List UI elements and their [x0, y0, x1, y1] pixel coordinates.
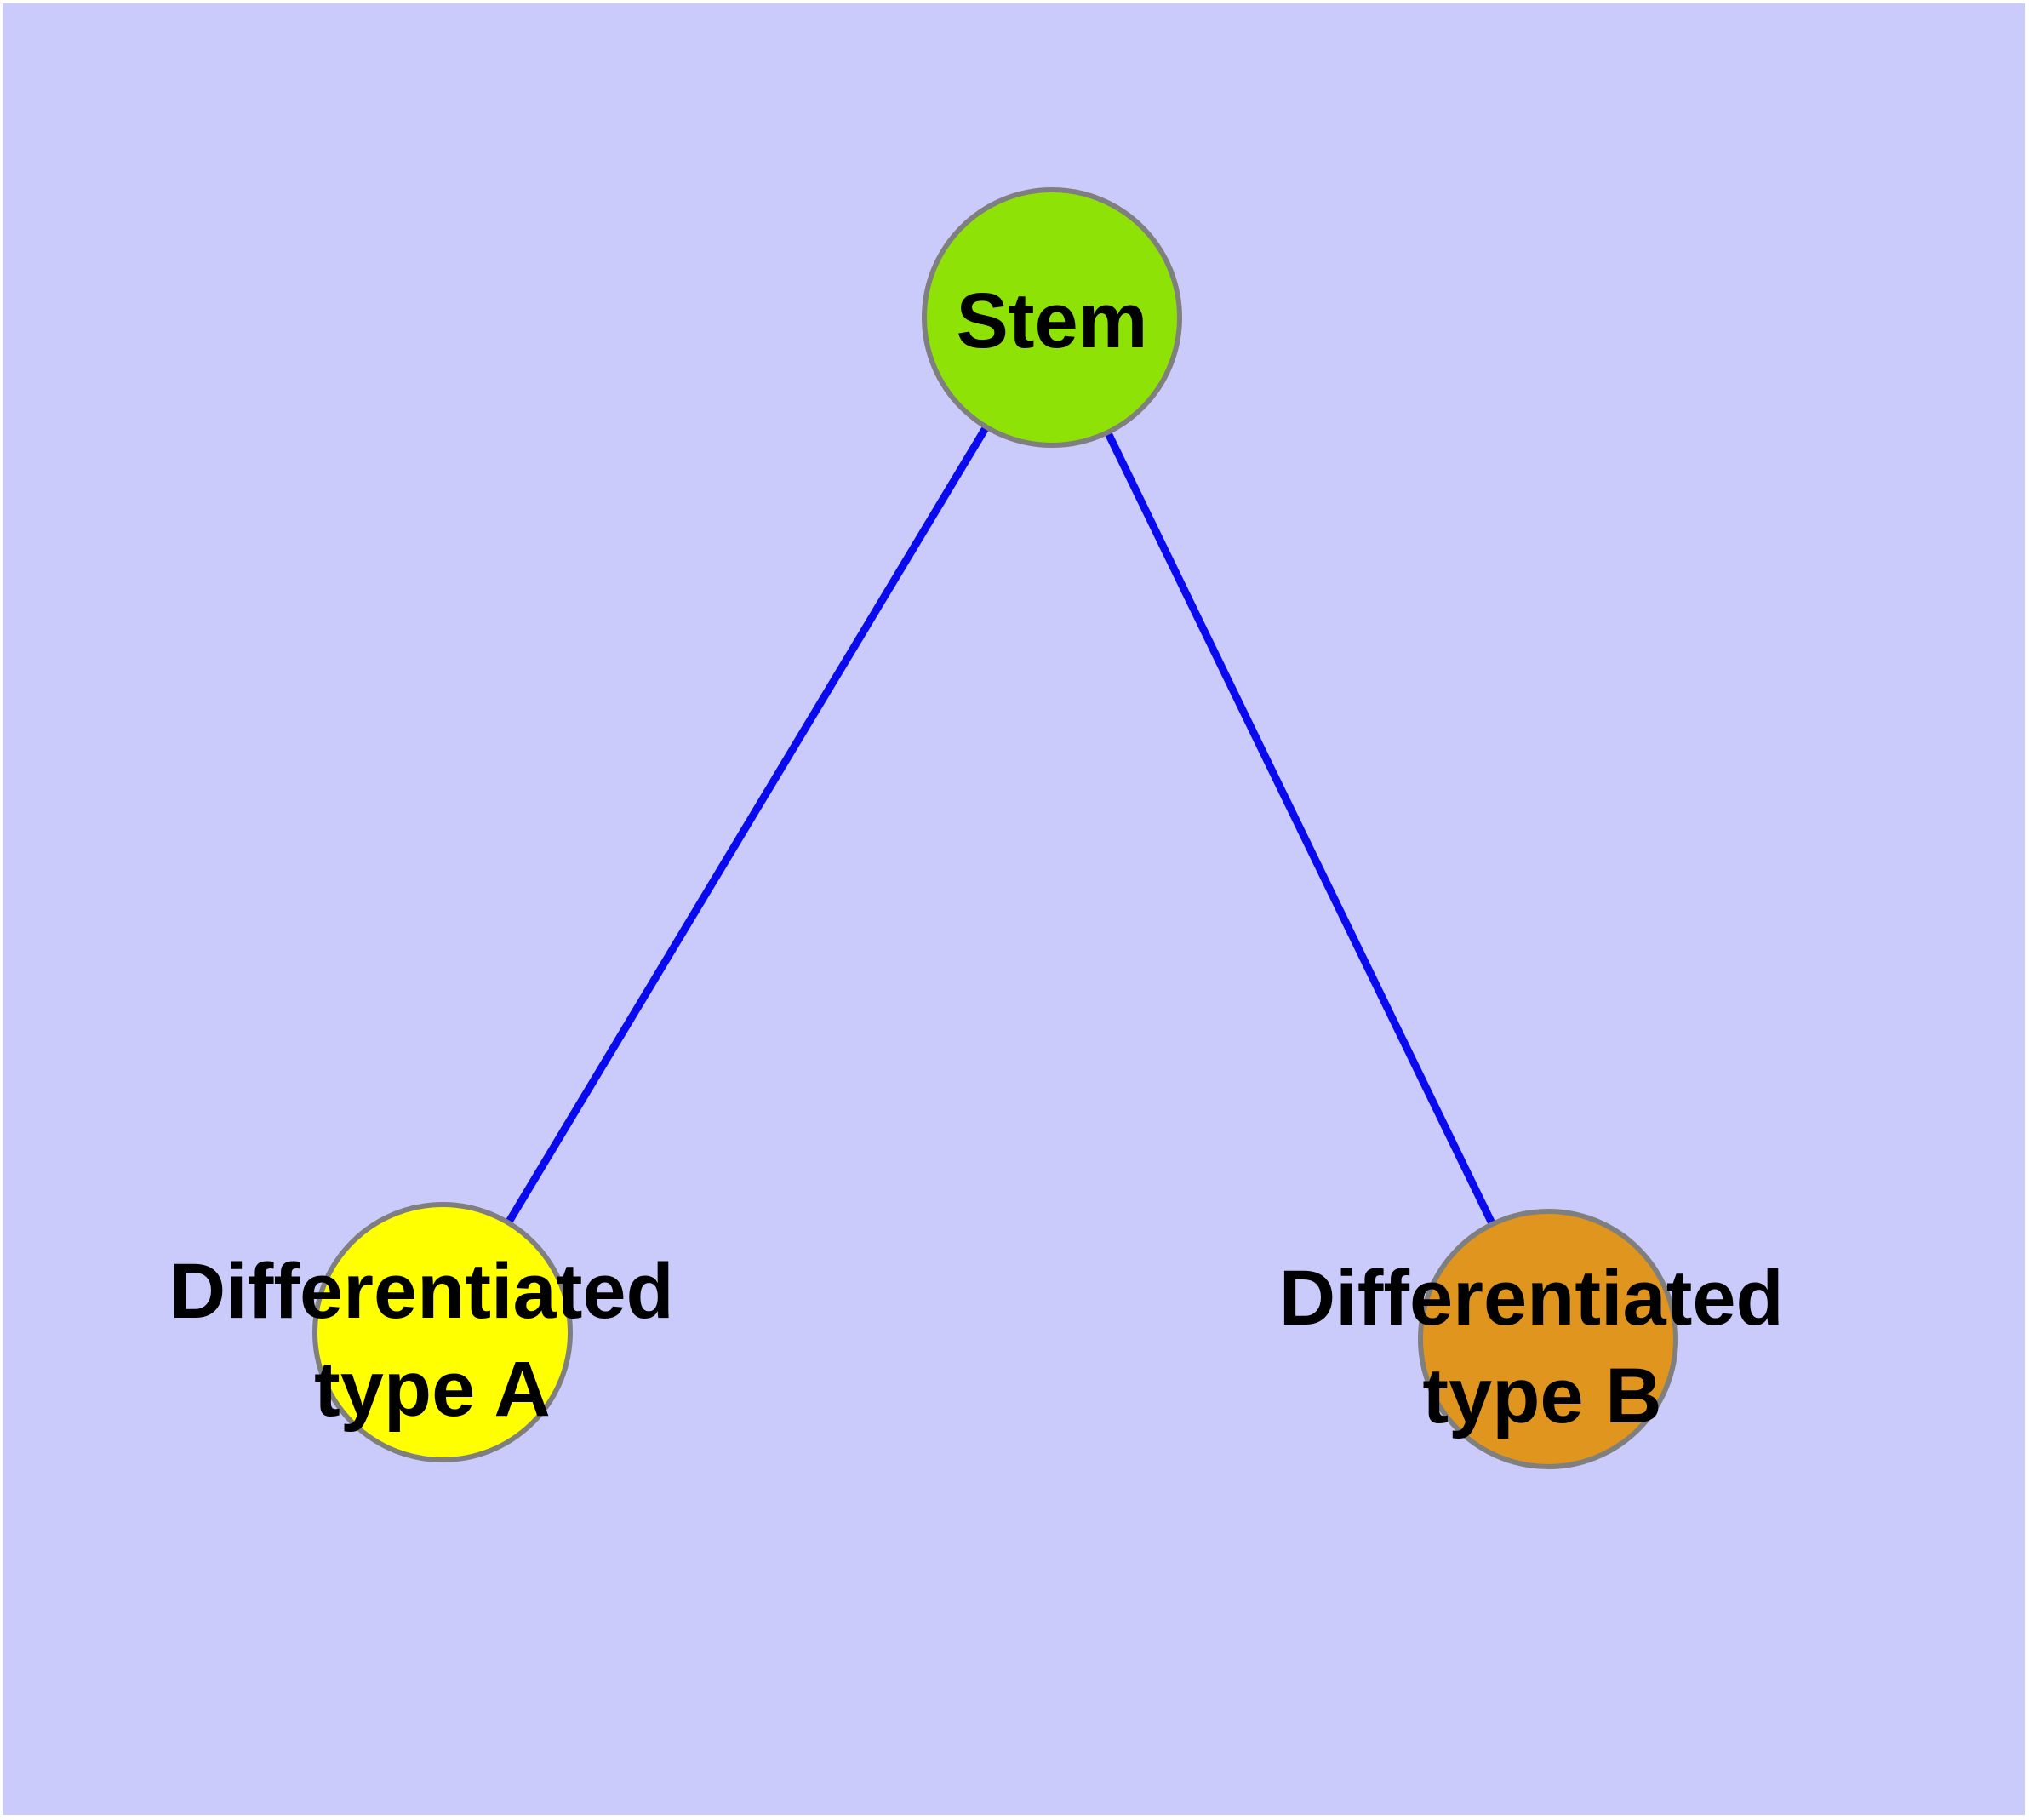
node-type-b-label-line2: type B — [1422, 1353, 1661, 1439]
node-stem-label: Stem — [957, 278, 1148, 364]
node-type-a-label-line2: type A — [314, 1346, 551, 1433]
node-type-b-circle — [1418, 1209, 1678, 1469]
edge-stem-to-type-a — [439, 315, 1055, 1335]
node-type-a-circle — [312, 1202, 573, 1462]
node-type-b: Differentiated type B — [1279, 1209, 1806, 1469]
node-stem: Stem — [922, 187, 1182, 448]
edge-stem-to-type-b — [1048, 316, 1552, 1341]
node-type-b-label: Differentiated type B — [1279, 1255, 1806, 1439]
node-type-a-label-line1: Differentiated — [169, 1248, 674, 1335]
node-type-a: Differentiated type A — [169, 1202, 696, 1462]
node-stem-circle — [922, 187, 1182, 448]
node-type-b-label-line1: Differentiated — [1279, 1255, 1784, 1342]
node-type-a-label: Differentiated type A — [169, 1248, 696, 1433]
